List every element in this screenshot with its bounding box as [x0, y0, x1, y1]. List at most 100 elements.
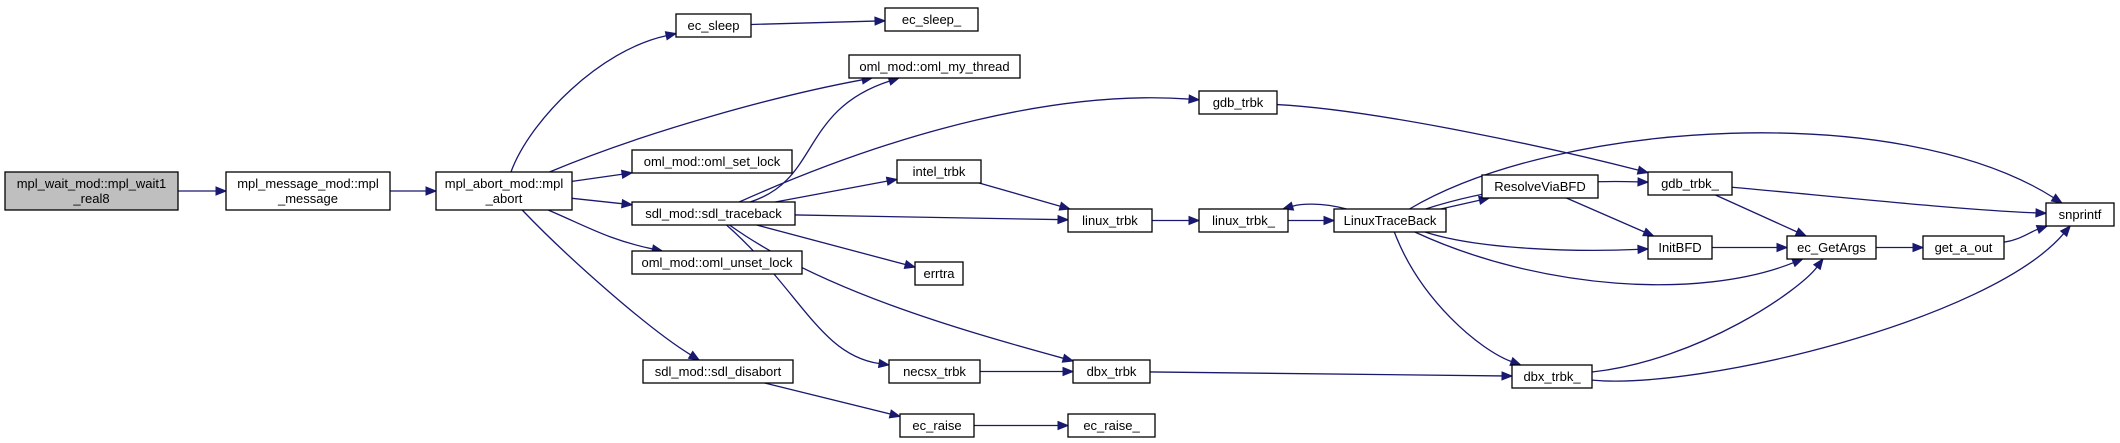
edge-dbx_trbk-to-dbx_trbk_ — [1149, 371, 1514, 381]
arrowhead-icon — [1637, 177, 1650, 187]
edge-line — [1591, 233, 2065, 382]
edge-gdb_trbk_-to-snprintf — [1731, 186, 2048, 218]
node-box — [848, 54, 1021, 79]
node-label: LinuxTraceBack — [1344, 213, 1437, 228]
node-errtra[interactable]: errtra — [914, 261, 964, 286]
arrowhead-icon — [2035, 224, 2049, 234]
arrowhead-icon — [620, 169, 634, 180]
edge-line — [1276, 103, 1639, 171]
arrowhead-icon — [1057, 214, 1070, 225]
node-resolveviabfd[interactable]: ResolveViaBFD — [1481, 174, 1599, 199]
node-initbfd[interactable]: InitBFD — [1647, 235, 1713, 260]
node-oml-my-thread[interactable]: oml_mod::oml_my_thread — [848, 54, 1021, 79]
node-box — [631, 250, 803, 275]
node-sdl-disabort[interactable]: sdl_mod::sdl_disabort — [642, 359, 794, 384]
node-mpl-message[interactable]: mpl_message_mod::mpl_message — [225, 171, 391, 211]
edge-gdb_trbk_-to-ec_GetArgs — [1715, 194, 1808, 237]
edge-line — [764, 382, 891, 415]
node-box — [1072, 359, 1151, 384]
node-ec-sleep-[interactable]: ec_sleep_ — [884, 7, 979, 32]
edge-line — [1715, 194, 1798, 233]
edge-line — [794, 214, 1059, 221]
node-ec-raise[interactable]: ec_raise — [899, 413, 975, 438]
node-ec-sleep[interactable]: ec_sleep — [675, 13, 752, 38]
node-linux-trbk-[interactable]: linux_trbk_ — [1198, 208, 1289, 233]
edge-line — [749, 80, 890, 203]
node-linux-trbk[interactable]: linux_trbk — [1067, 208, 1153, 233]
node-label: mpl_abort_mod::mpl — [445, 176, 564, 191]
node-ec-getargs[interactable]: ec_GetArgs — [1786, 235, 1877, 260]
edge-sdl_traceback-to-oml_my_thread — [749, 76, 901, 203]
edge-mpl_abort-to-oml_set_lock — [571, 169, 634, 182]
arrowhead-icon — [621, 198, 634, 209]
node-label: ec_GetArgs — [1797, 240, 1866, 255]
arrowhead-icon — [1812, 257, 1824, 271]
edge-intel_trbk-to-linux_trbk — [978, 182, 1072, 211]
edge-InitBFD-to-ec_GetArgs — [1712, 242, 1789, 253]
node-ec-raise-[interactable]: ec_raise_ — [1067, 413, 1156, 438]
arrowhead-icon — [885, 176, 899, 186]
node-mpl-abort[interactable]: mpl_abort_mod::mpl_abort — [435, 171, 573, 211]
node-label: ec_raise_ — [1083, 418, 1140, 433]
node-box — [1067, 208, 1153, 233]
node-dbx-trbk[interactable]: dbx_trbk — [1072, 359, 1151, 384]
node-snprintf[interactable]: snprintf — [2045, 202, 2115, 227]
node-dbx-trbk-[interactable]: dbx_trbk_ — [1511, 364, 1593, 389]
node-gdb-trbk[interactable]: gdb_trbk — [1198, 90, 1278, 115]
edge-sdl_traceback-to-intel_trbk — [775, 176, 899, 203]
node-label: _real8 — [72, 191, 109, 206]
node-box — [1511, 364, 1593, 389]
edge-line — [1731, 186, 2037, 214]
edge-mpl_abort-to-sdl_disabort — [521, 209, 701, 361]
edge-sdl_traceback-to-necsx_trbk — [726, 224, 891, 369]
node-box — [1067, 413, 1156, 438]
node-box — [1333, 208, 1447, 233]
edge-ec_sleep-to-ec_sleep_ — [750, 16, 887, 26]
node-oml-set-lock[interactable]: oml_mod::oml_set_lock — [631, 149, 793, 174]
arrowhead-icon — [1636, 165, 1650, 175]
node-mpl-wait-real8[interactable]: mpl_wait_mod::mpl_wait1_real8 — [4, 171, 179, 211]
arrowhead-icon — [1501, 371, 1514, 381]
arrowhead-icon — [888, 409, 902, 419]
arrowhead-icon — [1062, 366, 1075, 377]
node-box — [914, 261, 964, 286]
node-box — [2045, 202, 2115, 227]
edge-line — [571, 197, 623, 205]
node-label: dbx_trbk — [1087, 364, 1137, 379]
node-label: oml_mod::oml_set_lock — [644, 154, 781, 169]
node-oml-unset-lock[interactable]: oml_mod::oml_unset_lock — [631, 250, 803, 275]
edge-linux_trbk-to-linux_trbk_ — [1152, 215, 1201, 226]
edge-line — [510, 35, 667, 173]
edge-line — [1149, 371, 1503, 377]
node-get-a-out[interactable]: get_a_out — [1922, 235, 2005, 260]
arrowhead-icon — [1509, 356, 1523, 366]
node-necsx-trbk[interactable]: necsx_trbk — [888, 359, 981, 384]
node-label: gdb_trbk_ — [1661, 176, 1720, 191]
arrowhead-icon — [1642, 227, 1655, 237]
arrowhead-icon — [1776, 242, 1789, 253]
edge-LinuxTraceBack-to-InitBFD — [1424, 231, 1650, 255]
edge-line — [549, 79, 863, 173]
node-intel-trbk[interactable]: intel_trbk — [896, 159, 982, 184]
node-label: necsx_trbk — [903, 364, 966, 379]
node-label: InitBFD — [1658, 240, 1701, 255]
node-label: errtra — [923, 266, 955, 281]
edge-linux_trbk_-to-LinuxTraceBack — [1288, 215, 1336, 226]
node-box — [631, 201, 796, 226]
node-label: ec_raise — [912, 418, 961, 433]
node-box — [1647, 171, 1733, 196]
node-box — [1922, 235, 2005, 260]
node-label: sdl_mod::sdl_disabort — [655, 364, 782, 379]
node-linuxtraceback[interactable]: LinuxTraceBack — [1333, 208, 1447, 233]
edge-mpl_abort-to-sdl_traceback — [571, 197, 634, 209]
arrowhead-icon — [874, 16, 887, 26]
node-sdl-traceback[interactable]: sdl_mod::sdl_traceback — [631, 201, 796, 226]
node-label: ResolveViaBFD — [1494, 179, 1586, 194]
arrowhead-icon — [1188, 94, 1201, 104]
node-label: _message — [277, 191, 338, 206]
node-label: _abort — [485, 191, 523, 206]
node-label: mpl_wait_mod::mpl_wait1 — [17, 176, 167, 191]
node-gdb-trbk-[interactable]: gdb_trbk_ — [1647, 171, 1733, 196]
edge-line — [1414, 231, 1794, 286]
